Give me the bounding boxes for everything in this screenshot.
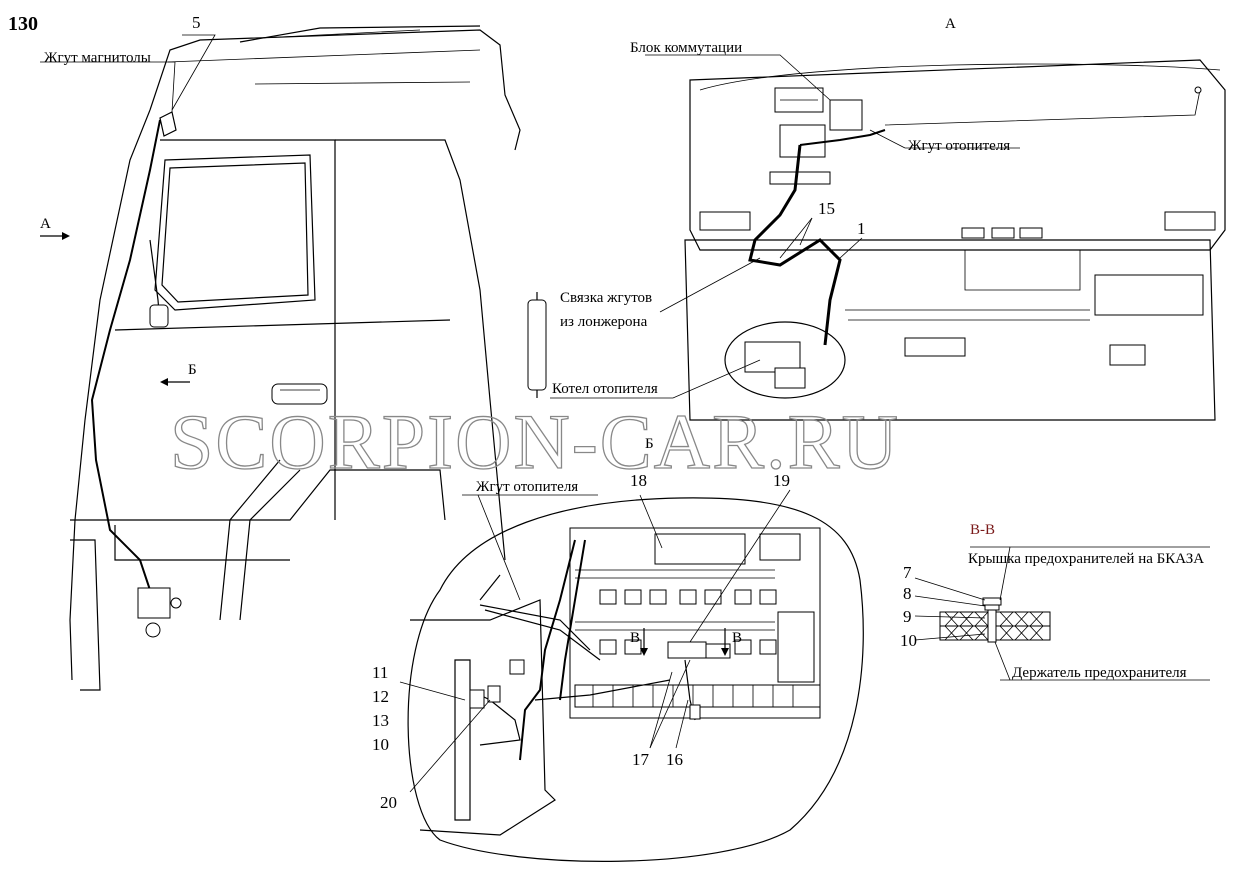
heater-boiler-label: Котел отопителя xyxy=(552,381,658,397)
view-a-title: А xyxy=(945,16,956,32)
callout-1: 1 xyxy=(857,219,866,238)
bundle-label-line1: Связка жгутов xyxy=(560,290,652,306)
switching-block-label: Блок коммутации xyxy=(630,40,742,56)
view-a-front-panel xyxy=(550,54,1226,421)
callout-18: 18 xyxy=(630,471,647,490)
callout-16: 16 xyxy=(666,750,683,769)
callout-8: 8 xyxy=(903,584,912,603)
callout-7: 7 xyxy=(903,563,912,582)
callout-5: 5 xyxy=(192,13,201,32)
callout-10-left: 10 xyxy=(372,735,389,754)
cab-side-view xyxy=(40,25,547,691)
view-a-arrow-label: А xyxy=(40,216,51,232)
callout-17: 17 xyxy=(632,750,650,769)
watermark: SCORPION-CAR.RU xyxy=(170,398,900,485)
page-number: 130 xyxy=(8,13,38,35)
callout-9: 9 xyxy=(903,607,912,626)
radio-harness-label: Жгут магнитолы xyxy=(44,50,151,66)
section-v-left-marker: В xyxy=(630,630,640,646)
callout-13: 13 xyxy=(372,711,389,730)
callout-20: 20 xyxy=(380,793,397,812)
fuse-holder-label: Держатель предохранителя xyxy=(1012,665,1187,681)
callout-12: 12 xyxy=(372,687,389,706)
callout-19: 19 xyxy=(773,471,790,490)
view-b-fuse-box xyxy=(399,489,864,862)
bundle-label-line2: из лонжерона xyxy=(560,314,648,330)
heater-harness-top-label: Жгут отопителя xyxy=(908,138,1010,154)
fuse-cover-label: Крышка предохранителей на БКАЗА xyxy=(968,551,1204,567)
section-vv xyxy=(914,546,1210,681)
callout-11: 11 xyxy=(372,663,388,682)
view-b-section-label: Б xyxy=(645,436,654,452)
section-vv-title: В-В xyxy=(970,522,995,538)
section-v-right-marker: В xyxy=(732,630,742,646)
callout-10-right: 10 xyxy=(900,631,917,650)
heater-harness-bottom-label: Жгут отопителя xyxy=(476,479,578,495)
callout-15: 15 xyxy=(818,199,835,218)
view-b-arrow-label: Б xyxy=(188,362,197,378)
